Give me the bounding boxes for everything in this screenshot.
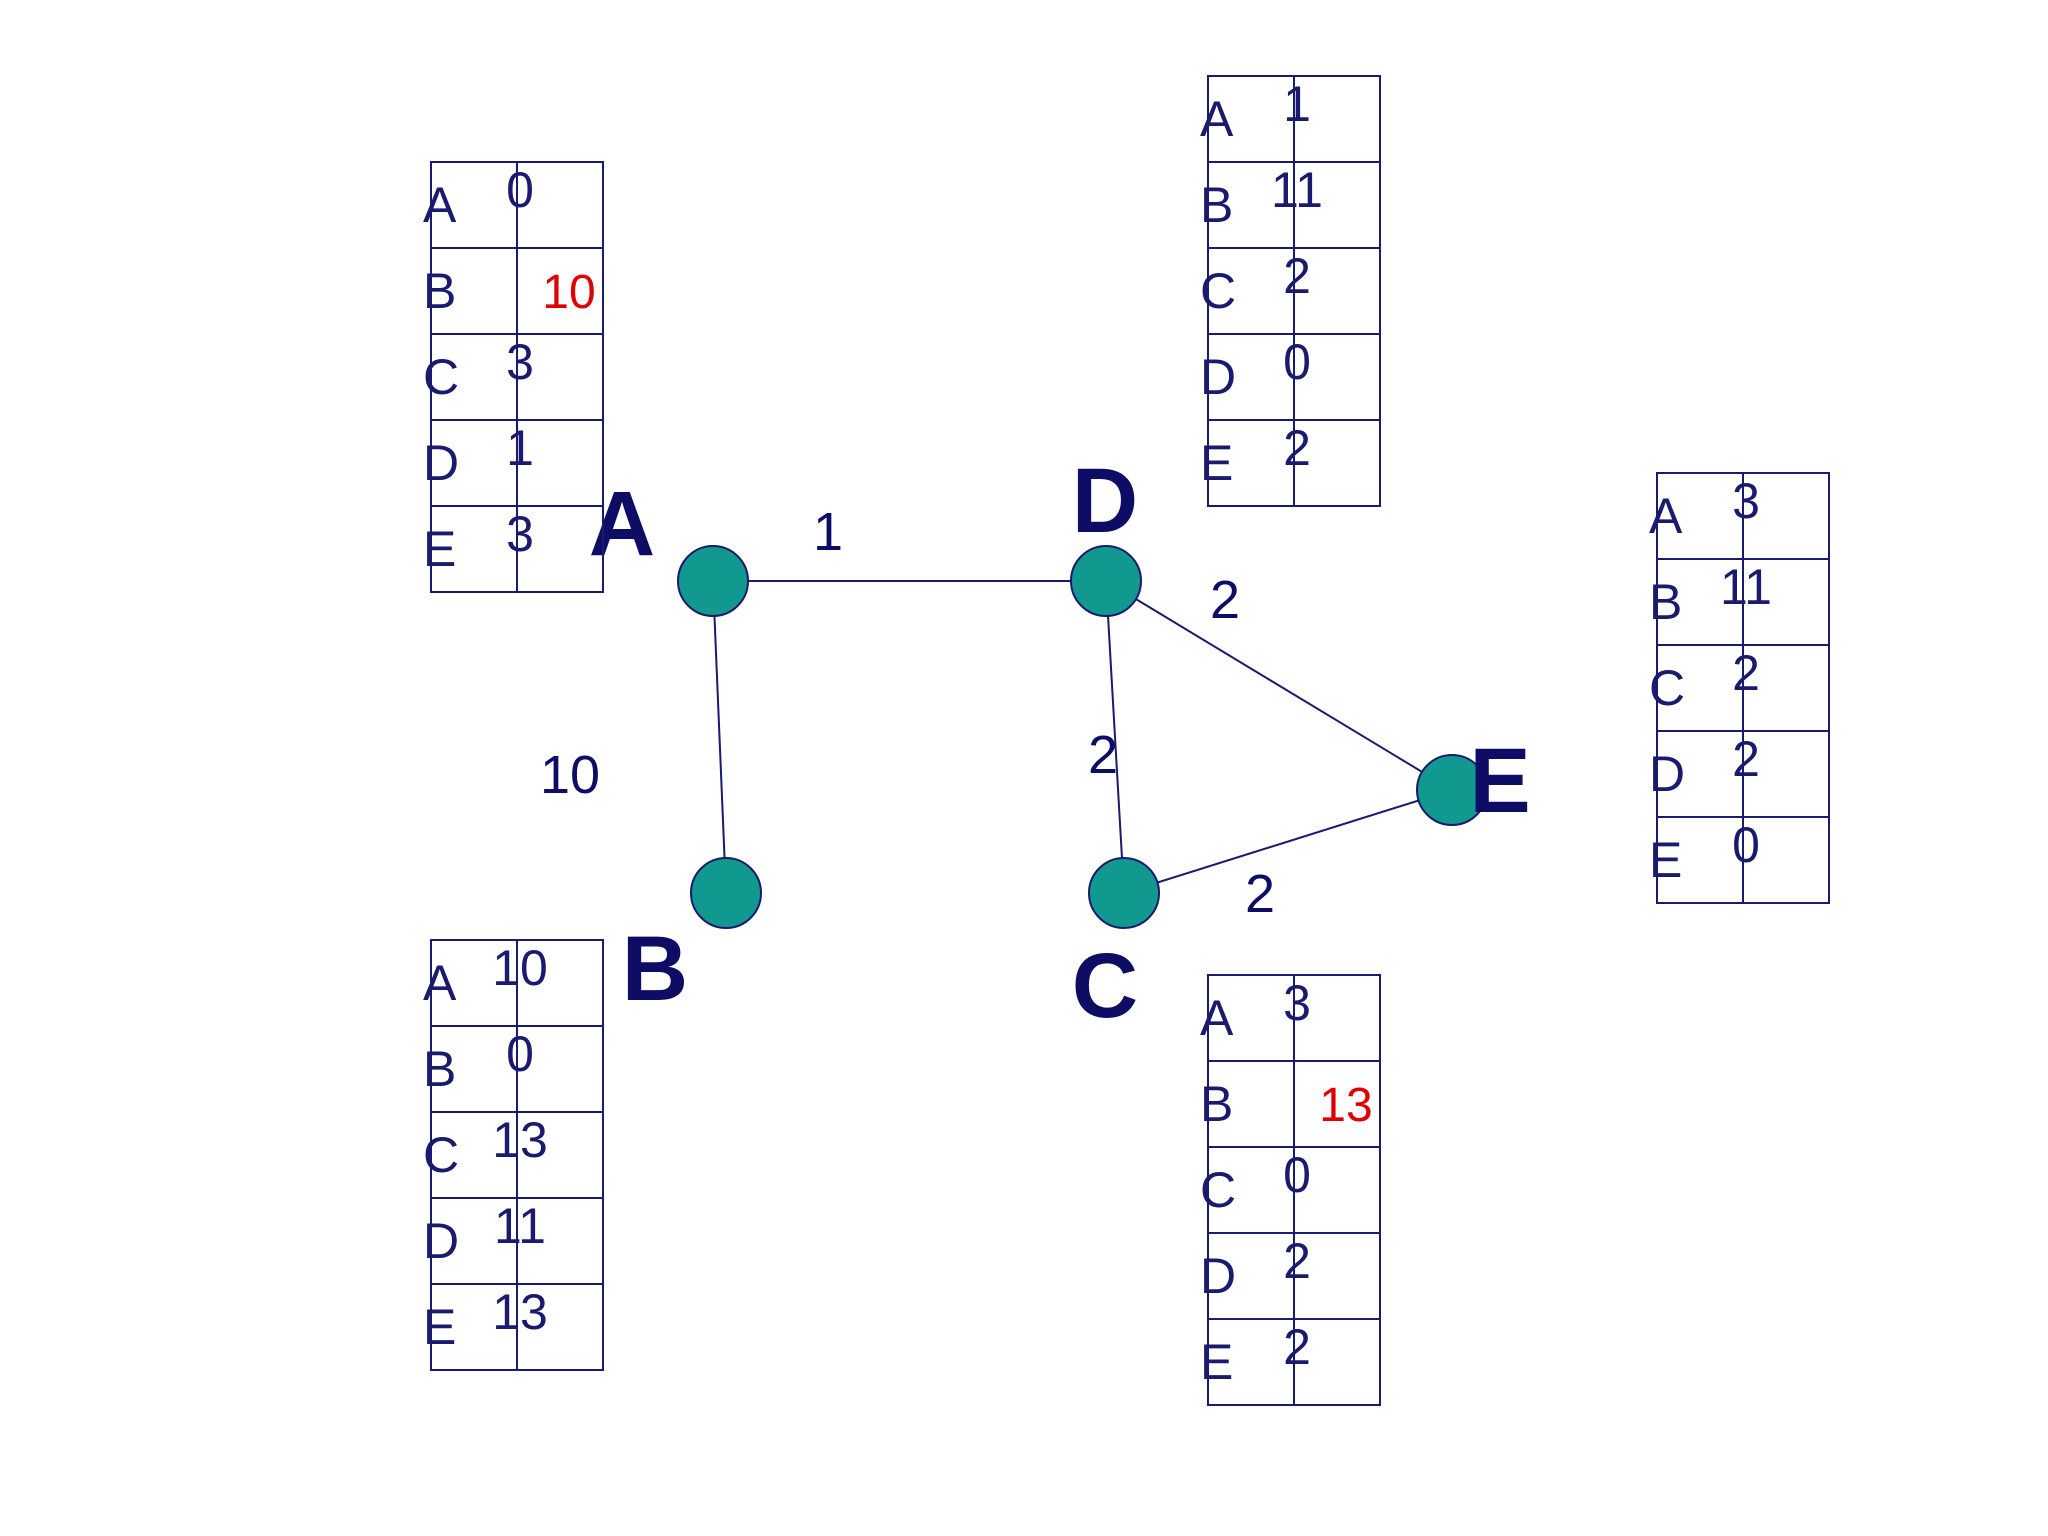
table-dest-a: A — [423, 955, 457, 1011]
node-label-a: A — [589, 473, 655, 575]
table-cost: 2 — [1283, 248, 1311, 304]
table-dest-d: D — [1200, 1248, 1236, 1304]
table-cost: 0 — [506, 162, 534, 218]
table-cost: 10 — [492, 940, 548, 996]
table-dest-a: A — [1649, 488, 1683, 544]
table-dest-d: D — [423, 1213, 459, 1269]
table-cost: 11 — [494, 1198, 546, 1254]
table-cost: 2 — [1732, 731, 1760, 787]
table-dest-c: C — [1649, 660, 1685, 716]
table-dest-e: E — [423, 1299, 456, 1355]
table-cost: 3 — [506, 334, 534, 390]
table-dest-e: E — [1200, 435, 1233, 491]
node-label-e: E — [1469, 730, 1530, 832]
table-dest-d: D — [1649, 746, 1685, 802]
edge-weight-a-b: 10 — [540, 745, 600, 805]
table-cost-updated: 13 — [1319, 1079, 1372, 1132]
node-a[interactable] — [677, 545, 749, 617]
table-cost: 3 — [1732, 473, 1760, 529]
table-cost: 0 — [1732, 817, 1760, 873]
table-cost: 1 — [1283, 76, 1311, 132]
table-cost: 13 — [492, 1112, 548, 1168]
table-cost: 0 — [1283, 1147, 1311, 1203]
table-dest-d: D — [423, 435, 459, 491]
table-dest-c: C — [1200, 1162, 1236, 1218]
table-dest-b: B — [1200, 1076, 1233, 1132]
edge-weight-d-e: 2 — [1210, 570, 1240, 630]
table-dest-e: E — [1649, 832, 1682, 888]
table-dest-b: B — [423, 263, 456, 319]
table-cost: 2 — [1283, 1319, 1311, 1375]
table-cost: 0 — [1283, 334, 1311, 390]
edge-d-e — [1105, 580, 1453, 791]
table-dest-c: C — [423, 349, 459, 405]
edge-weight-d-c: 2 — [1088, 725, 1118, 785]
table-cost: 3 — [1283, 975, 1311, 1031]
table-cost: 0 — [506, 1026, 534, 1082]
table-cost: 11 — [1271, 162, 1323, 218]
node-b[interactable] — [690, 857, 762, 929]
edge-weight-a-d: 1 — [813, 502, 843, 562]
node-label-d: D — [1072, 450, 1138, 552]
edge-weight-c-e: 2 — [1245, 864, 1275, 924]
node-c[interactable] — [1088, 857, 1160, 929]
table-dest-e: E — [1200, 1334, 1233, 1390]
node-d[interactable] — [1070, 545, 1142, 617]
table-cost: 13 — [492, 1284, 548, 1340]
node-e[interactable] — [1416, 754, 1488, 826]
table-cost: 1 — [506, 420, 534, 476]
node-label-c: C — [1072, 935, 1138, 1037]
edge-a-b — [712, 580, 727, 894]
table-cost-updated: 10 — [542, 266, 595, 319]
table-cost: 2 — [1732, 645, 1760, 701]
table-dest-a: A — [1200, 990, 1234, 1046]
table-cost: 2 — [1283, 1233, 1311, 1289]
table-dest-a: A — [423, 177, 457, 233]
table-dest-e: E — [423, 521, 456, 577]
table-dest-d: D — [1200, 349, 1236, 405]
table-dest-c: C — [423, 1127, 459, 1183]
table-cost: 3 — [506, 506, 534, 562]
table-dest-a: A — [1200, 91, 1234, 147]
table-dest-c: C — [1200, 263, 1236, 319]
table-dest-b: B — [1649, 574, 1682, 630]
table-cost: 2 — [1283, 420, 1311, 476]
table-dest-b: B — [1200, 177, 1233, 233]
edge-d-c — [1105, 580, 1125, 894]
edge-c-e — [1123, 789, 1453, 894]
table-dest-b: B — [423, 1041, 456, 1097]
node-label-b: B — [622, 918, 688, 1020]
table-cost: 11 — [1720, 559, 1772, 615]
